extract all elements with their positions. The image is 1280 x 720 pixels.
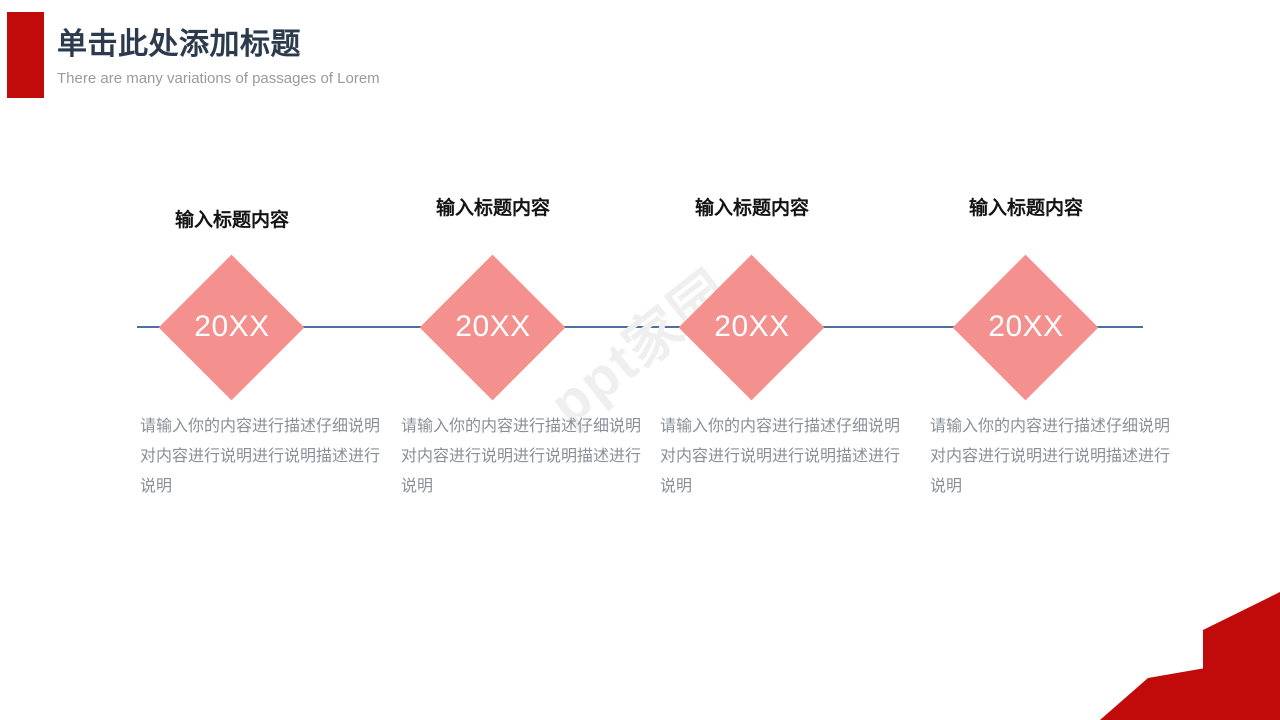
- corner-upper-band: [1203, 592, 1280, 720]
- timeline-connector-line: [137, 326, 1143, 328]
- milestone-heading: 输入标题内容: [968, 198, 1083, 219]
- milestone-description: 请输入你的内容进行描述仔细说明对内容进行说明进行说明描述进行说明: [401, 418, 642, 495]
- milestone-description: 请输入你的内容进行描述仔细说明对内容进行说明进行说明描述进行说明: [140, 418, 381, 495]
- milestone-year-label: 20XX: [455, 310, 531, 343]
- milestone-heading: 输入标题内容: [435, 198, 550, 219]
- page-subtitle: There are many variations of passages of…: [57, 70, 380, 87]
- milestone-heading: 输入标题内容: [694, 198, 809, 219]
- header-text-block: 单击此处添加标题 There are many variations of pa…: [57, 26, 757, 90]
- milestone-description: 请输入你的内容进行描述仔细说明对内容进行说明进行说明描述进行说明: [660, 418, 901, 495]
- milestone-year-label: 20XX: [988, 310, 1064, 343]
- header-accent-bar: [7, 12, 44, 98]
- milestone-heading: 输入标题内容: [174, 210, 289, 231]
- milestone-description: 请输入你的内容进行描述仔细说明对内容进行说明进行说明描述进行说明: [930, 418, 1171, 495]
- milestone-year-label: 20XX: [714, 310, 790, 343]
- corner-decoration-shape: [1100, 592, 1280, 720]
- milestone-year-label: 20XX: [194, 310, 270, 343]
- corner-lower-band: [1100, 655, 1280, 720]
- page-title: 单击此处添加标题: [57, 28, 301, 61]
